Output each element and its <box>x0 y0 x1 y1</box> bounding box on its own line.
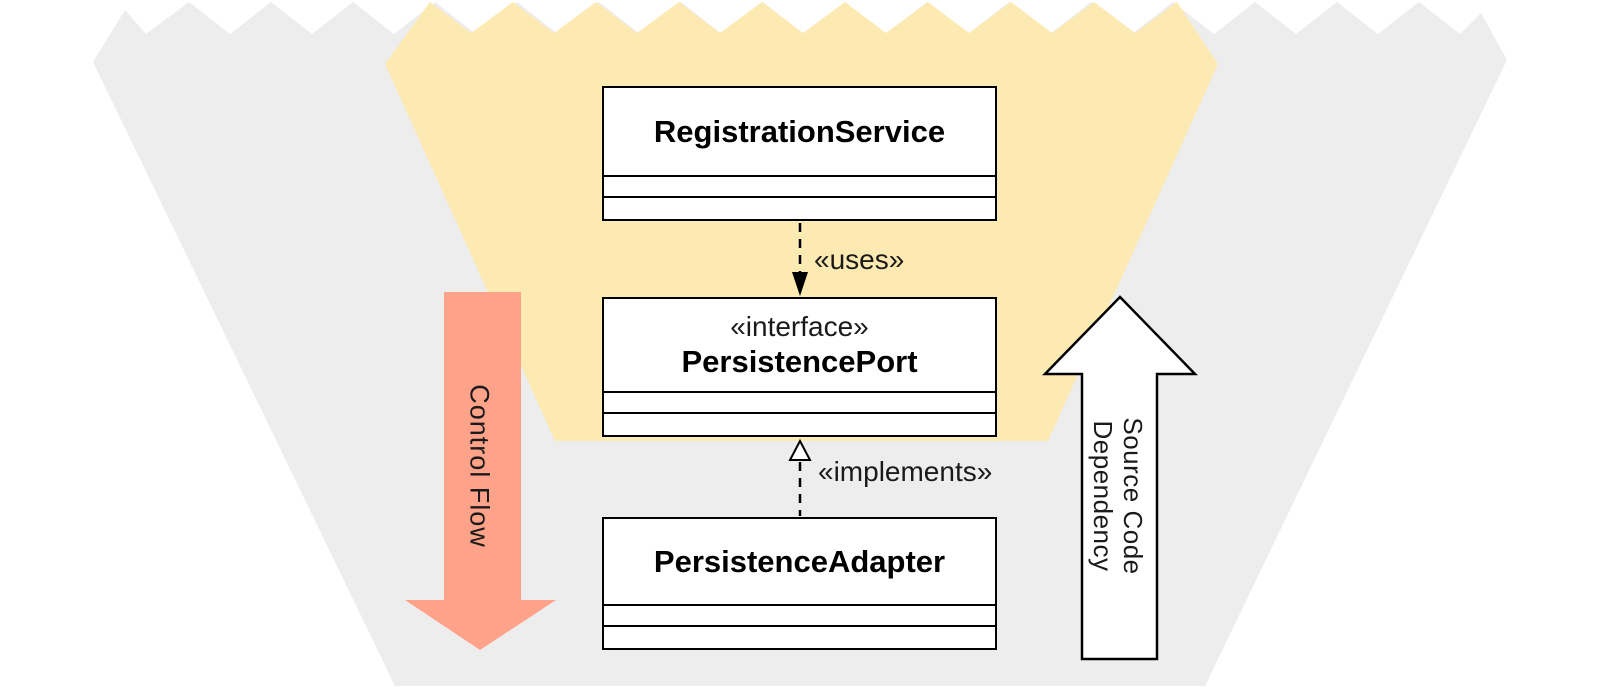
class-box-registration-service: RegistrationService <box>602 86 997 221</box>
control-flow-arrow <box>405 292 556 650</box>
control-flow-label: Control Flow <box>464 384 495 548</box>
class-title-compartment: «interface» PersistencePort <box>604 299 995 393</box>
class-title-compartment: RegistrationService <box>604 88 995 177</box>
uses-edge <box>792 223 808 296</box>
attributes-compartment <box>604 606 995 627</box>
source-code-dependency-label-line1: Source Code <box>1118 417 1148 575</box>
class-name: PersistencePort <box>681 343 918 379</box>
uses-arrowhead-icon <box>792 272 808 296</box>
implements-hollow-triangle-icon <box>788 438 812 461</box>
class-name: PersistenceAdapter <box>653 543 946 579</box>
inner-funnel-shape <box>385 2 1218 441</box>
implements-edge <box>788 438 812 516</box>
class-box-persistence-port: «interface» PersistencePort <box>602 297 997 437</box>
source-code-dependency-arrow <box>1042 295 1198 661</box>
class-box-persistence-adapter: PersistenceAdapter <box>602 517 997 650</box>
class-title-compartment: PersistenceAdapter <box>604 519 995 606</box>
implements-edge-label: «implements» <box>818 456 993 487</box>
source-code-dependency-label-line2: Dependency <box>1088 420 1118 572</box>
uses-edge-label: «uses» <box>814 244 905 275</box>
attributes-compartment <box>604 177 995 198</box>
class-stereotype: «interface» <box>730 311 869 343</box>
class-name: RegistrationService <box>653 113 946 149</box>
attributes-compartment <box>604 393 995 414</box>
source-code-dependency-label: Source Code Dependency <box>1088 417 1148 574</box>
